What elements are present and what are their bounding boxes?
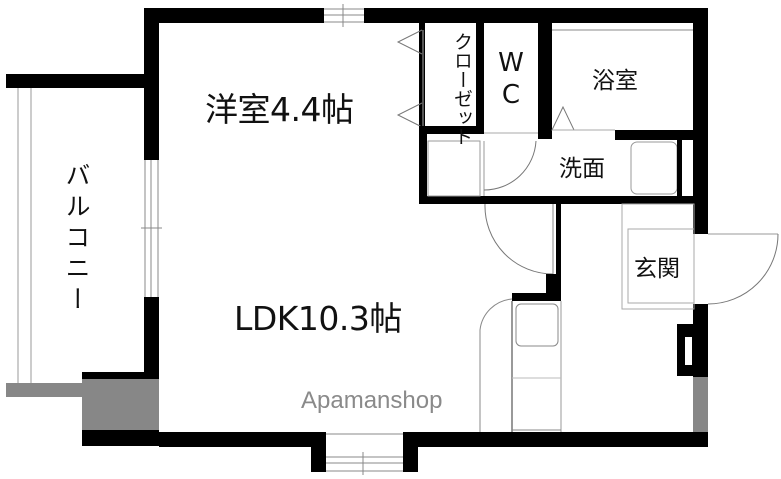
entrance-area xyxy=(621,203,779,310)
washroom-label: 洗面 xyxy=(559,156,605,182)
bathroom-area xyxy=(551,29,693,140)
ldk-label: LDK10.3帖 xyxy=(234,299,402,338)
watermark: Apamanshop xyxy=(301,387,443,414)
bottom-window xyxy=(326,433,403,475)
exterior-walls xyxy=(82,4,708,475)
wc-label: WC xyxy=(496,48,526,112)
entrance-label: 玄関 xyxy=(634,256,680,282)
western-room-label: 洋室4.4帖 xyxy=(205,90,354,129)
washroom-area xyxy=(419,134,693,204)
closet-label: クローゼット xyxy=(451,32,473,146)
left-window xyxy=(141,160,162,297)
wc-area xyxy=(484,23,552,139)
closet-area xyxy=(396,23,484,134)
top-window xyxy=(324,4,364,27)
balcony-area xyxy=(6,74,146,397)
kitchen-area xyxy=(479,203,562,432)
balcony-label: バルコニー xyxy=(62,162,91,317)
bathroom-label: 浴室 xyxy=(592,68,638,94)
